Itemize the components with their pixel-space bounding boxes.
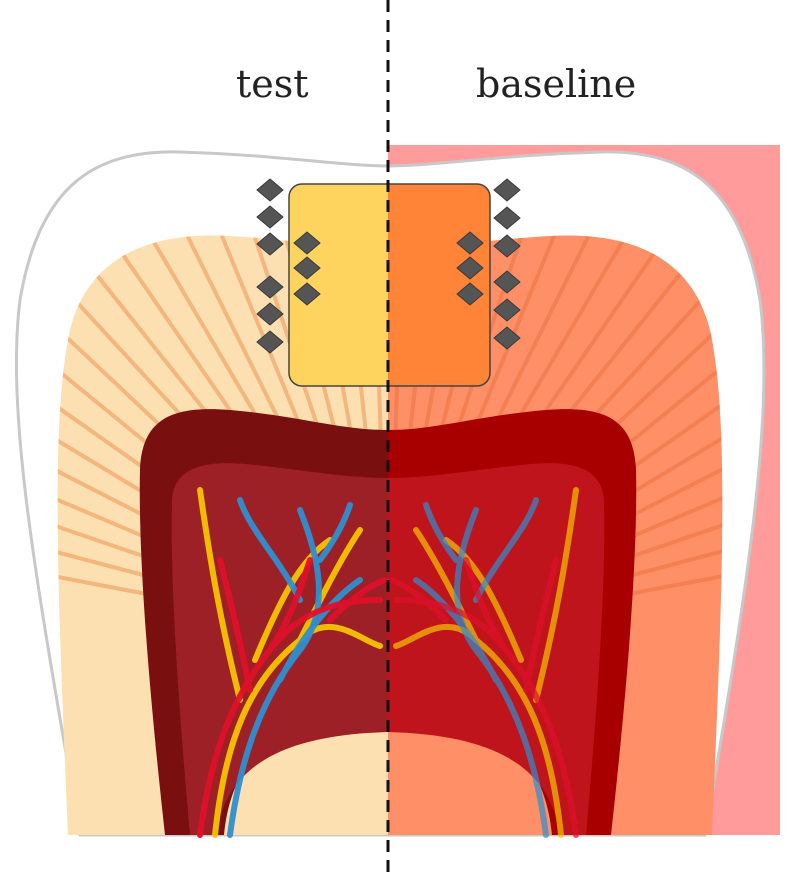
vessel-yellow-test (197, 487, 383, 838)
diamond-icon (456, 231, 484, 255)
diamond-icon (456, 282, 484, 306)
vessel-yellow-baseline (393, 487, 579, 838)
label-baseline: baseline (476, 62, 637, 106)
vessel-red-baseline (388, 557, 579, 838)
diamond-icon (293, 282, 321, 306)
diamond-icon (293, 256, 321, 280)
diamond-icon (456, 256, 484, 280)
marker-group (256, 178, 521, 354)
diamond-icon (256, 232, 284, 256)
vessel-blue-baseline (413, 497, 549, 838)
diamond-icon (493, 326, 521, 350)
diamond-icon (256, 275, 284, 299)
pulp-inner-test (171, 463, 388, 835)
diamond-icon (493, 206, 521, 230)
diamond-icon (256, 178, 284, 202)
diamond-icon (256, 330, 284, 354)
diamond-icon (493, 234, 521, 258)
filling-baseline (388, 184, 490, 386)
diamond-icon (493, 178, 521, 202)
diamond-icon (256, 205, 284, 229)
pulp-inner-baseline (388, 463, 605, 835)
diamond-icon (493, 270, 521, 294)
diamond-icon (293, 231, 321, 255)
nerves-and-vessels (197, 487, 579, 838)
diamond-icon (493, 298, 521, 322)
label-test: test (236, 62, 309, 106)
filling-test (289, 184, 388, 386)
filling (288, 183, 491, 387)
vessel-blue-test (227, 497, 363, 838)
diamond-icon (256, 302, 284, 326)
vessel-red-test (197, 557, 388, 838)
